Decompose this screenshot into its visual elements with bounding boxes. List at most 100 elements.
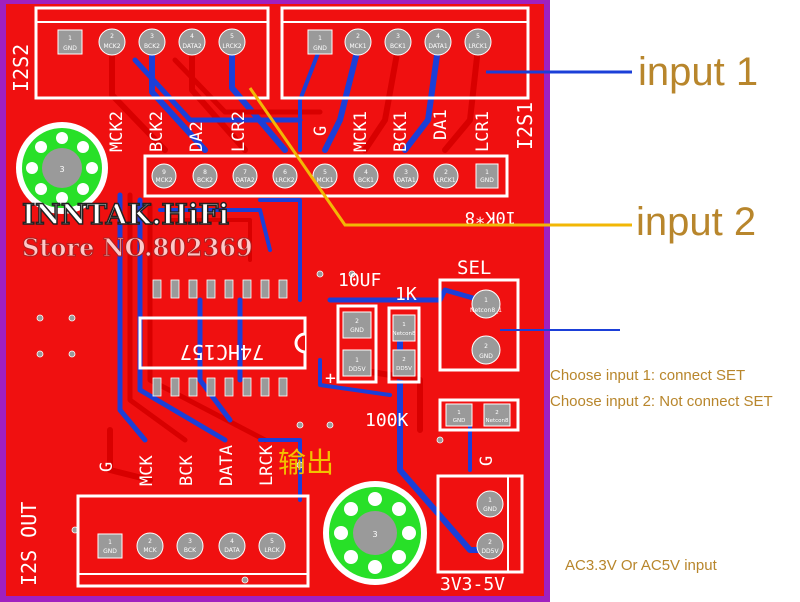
i2s1-connector: 1 GND 2 MCK1 3 BCK1 4 DATA1 5 LRCK1 I2S1… [280, 6, 537, 152]
input2-label: input 2 [636, 200, 757, 244]
pin-name: DATA1 [428, 43, 447, 50]
pin-num: 4 [190, 33, 194, 40]
svg-text:3: 3 [372, 530, 377, 539]
silk-out-lrck: LRCK [257, 444, 277, 486]
pin-name: LRCK2 [222, 43, 241, 50]
choose-input1-note: Choose input 1: connect SET [550, 367, 746, 384]
header-9pin: 9 MCK2 8 BCK2 7 DATA2 6 LRCK2 5 MCK1 4 B… [143, 154, 516, 227]
silk-out-data: DATA [217, 445, 237, 486]
watermark-brand: INNTAK.HiFi [22, 198, 229, 231]
silk-mck2: MCK2 [107, 111, 127, 152]
pin-name: LRCK1 [468, 43, 487, 50]
power-silk-g: G [477, 456, 497, 466]
res-100k-label: 100K [365, 410, 409, 431]
pin-name: DATA2 [182, 43, 201, 50]
pin-num: 5 [323, 169, 327, 176]
pin-name: LRCK2 [275, 177, 294, 184]
pad-num: 1 [355, 357, 359, 364]
input1-label: input 1 [638, 50, 759, 94]
pin-num: 7 [243, 169, 247, 176]
i2s2-connector: 1 GND 2 MCK2 3 BCK2 4 DATA2 5 LRCK2 I2S2… [9, 6, 270, 152]
pad-num: 2 [355, 318, 359, 325]
silk-out-mck: MCK [137, 455, 157, 486]
i2s1-label: I2S1 [513, 102, 537, 150]
pin-name: GND [63, 45, 77, 52]
cap-plus: + [325, 368, 336, 389]
pin-num: 2 [110, 33, 114, 40]
pad-name: DD5V [348, 366, 366, 373]
pin-name: MCK2 [155, 177, 172, 184]
pin-num: 1 [318, 35, 322, 42]
pin-name: GND [483, 506, 497, 513]
pin-num: 5 [476, 33, 480, 40]
pcb-board: 3 3 1 GND 2 MCK2 3 BCK2 4 DATA2 5 [0, 0, 550, 602]
pad-name: Netcon8 [485, 418, 509, 424]
pin-num: 8 [203, 169, 207, 176]
header-silk-10k8: 10K*8 [465, 207, 516, 227]
pin-num: 3 [150, 33, 154, 40]
i2s2-label: I2S2 [9, 44, 33, 92]
sel-label: SEL [457, 257, 491, 279]
mount-hole-top: 3 [16, 122, 108, 214]
pin-num: 1 [68, 35, 72, 42]
silk-out-g: G [97, 462, 117, 472]
pin-num: 1 [488, 497, 492, 504]
choose-input2-note: Choose input 2: Not connect SET [550, 393, 773, 410]
pin-num: 3 [404, 169, 408, 176]
res-1k-label: 1K [395, 284, 417, 305]
pin-num: 1 [485, 169, 489, 176]
pin-num: 5 [270, 538, 274, 545]
pin-name: BCK1 [358, 177, 374, 184]
pin-num: 2 [148, 538, 152, 545]
pin-num: 2 [484, 343, 488, 350]
pin-num: 2 [488, 539, 492, 546]
pin-name: GND [479, 353, 493, 360]
silk-lcr1: LCR1 [473, 111, 493, 152]
cap-10uf: 2 GND 1 DD5V 10UF + [325, 270, 381, 389]
pin-name: MCK [143, 547, 157, 554]
pin-num: 1 [108, 539, 112, 546]
pad-name: DD5V [396, 366, 412, 372]
pin-num: 5 [230, 33, 234, 40]
pin-name: Netcon8_1 [470, 307, 502, 314]
silk-da1: DA1 [431, 109, 451, 140]
pin-name: GND [480, 177, 494, 184]
sel-jumper: 1 Netcon8_1 2 GND SEL [438, 257, 520, 372]
pin-num: 2 [356, 33, 360, 40]
ic-74hc157: 74HC157 [138, 279, 307, 397]
pin-num: 4 [436, 33, 440, 40]
silk-out-bck: BCK [177, 455, 197, 486]
pin-name: DATA1 [396, 177, 415, 184]
pin-name: MCK1 [349, 43, 366, 50]
pin-num: 1 [484, 297, 488, 304]
silk-lcr2: LCR2 [229, 111, 249, 152]
pin-name: BCK2 [197, 177, 213, 184]
pin-num: 4 [364, 169, 368, 176]
pin-num: 3 [188, 538, 192, 545]
pin-name: BCK1 [390, 43, 406, 50]
i2s-out-label: I2S OUT [17, 502, 41, 586]
pin-num: 3 [396, 33, 400, 40]
pad-num: 2 [495, 410, 499, 416]
mount-hole-bottom: 3 [323, 481, 427, 585]
silk-da2: DA2 [187, 121, 207, 152]
res-1k: 1 Netcon8 2 DD5V 1K [387, 284, 421, 384]
power-label: 3V3-5V [440, 574, 505, 595]
pad-name: GND [350, 327, 364, 334]
pin-name: LRCK [264, 547, 280, 554]
pin-num: 9 [162, 169, 166, 176]
pad-num: 2 [402, 357, 406, 363]
pad-name: Netcon8 [392, 331, 416, 337]
pad-num: 1 [457, 410, 461, 416]
silk-g: G [311, 126, 331, 136]
pad-num: 1 [402, 322, 406, 328]
i2s-out-connector: 1 GND 2 MCK 3 BCK 4 DATA 5 LRCK I2S OUT … [17, 444, 334, 588]
pin-name: DATA2 [235, 177, 254, 184]
res-100k: 1 GND 2 Netcon8 100K [365, 398, 520, 432]
silk-mck1: MCK1 [351, 111, 371, 152]
store-watermark: INNTAK.HiFi Store NO.802369 [21, 197, 253, 262]
pin-num: 4 [230, 538, 234, 545]
pin-name: GND [103, 548, 117, 555]
power-input-note: AC3.3V Or AC5V input [565, 557, 717, 574]
